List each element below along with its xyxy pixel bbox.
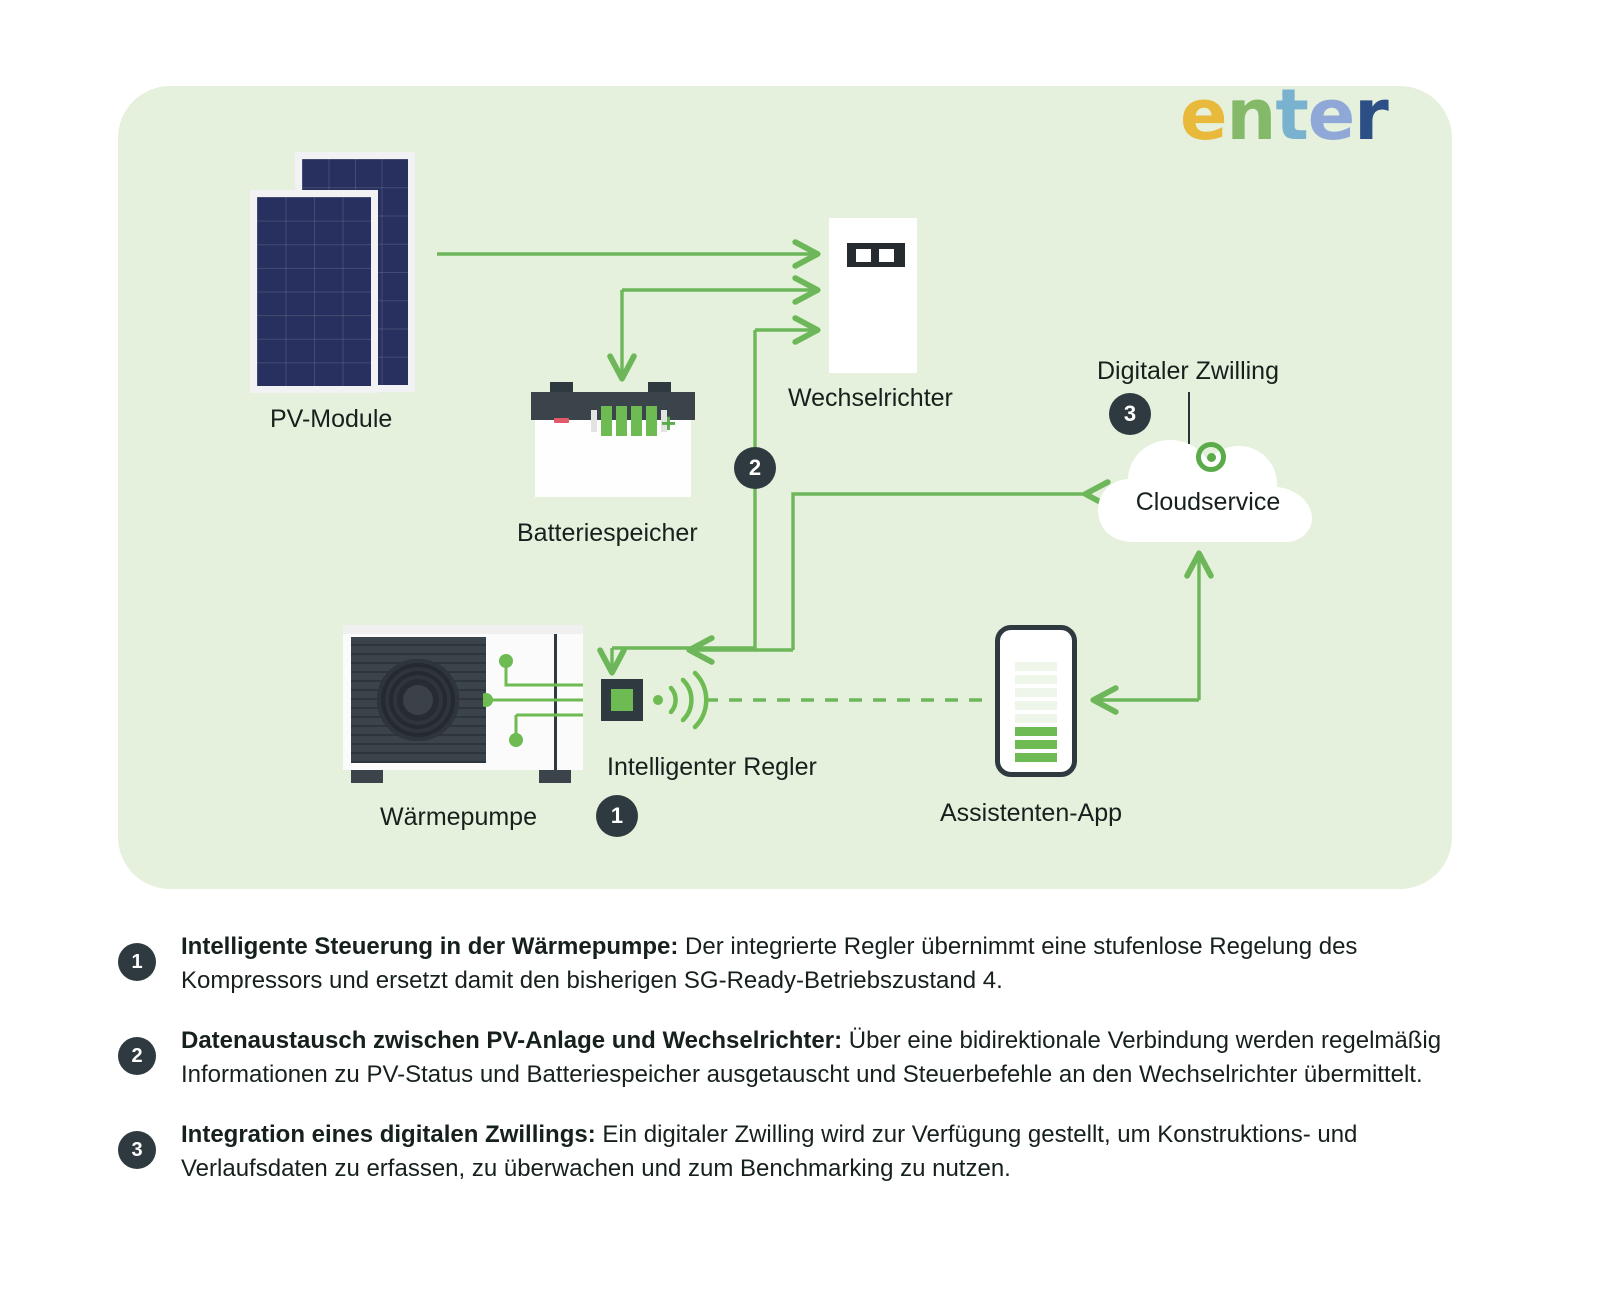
legend-text-3: Integration eines digitalen Zwillings: E… [181,1118,1458,1186]
inverter-label: Wechselrichter [788,384,953,412]
logo-letter-r: r [1354,74,1389,156]
heat-pump-top-strip [343,625,583,634]
enter-logo: enter [1180,74,1389,156]
battery-charge-cells [591,406,667,436]
heat-pump-label: Wärmepumpe [380,803,537,831]
legend-text-1: Intelligente Steuerung in der Wärmepumpe… [181,930,1458,998]
app-bar-pale [1015,675,1057,684]
heat-pump-divider [554,634,557,770]
heat-pump-circuit-icon [483,654,583,747]
logo-letter-n: n [1226,74,1276,156]
digital-twin-connector-line [1188,392,1190,444]
pv-module-front [250,190,378,393]
app-bar-full [1015,740,1057,749]
app-label: Assistenten-App [940,799,1123,827]
legend-body-3: Ein digitaler Zwilling wird zur Verfügun… [181,1121,1358,1183]
inverter-display [847,243,905,267]
legend-body-1: Der integrierte Regler übernimmt eine st… [181,933,1358,995]
heat-pump-foot [539,770,571,783]
app-bar-pale [1015,662,1057,671]
legend-badge-2: 2 [118,1037,156,1076]
legend-badge-3: 3 [118,1131,156,1170]
wireless-signal-icon [653,670,709,730]
digital-twin-label: Digitaler Zwilling [1097,357,1279,385]
legend: 1 Intelligente Steuerung in der Wärmepum… [118,930,1458,1212]
heat-pump-icon [343,625,583,783]
battery-label: Batteriespeicher [517,519,698,547]
controller-label: Intelligenter Regler [607,753,817,781]
legend-body-2: Über eine bidirektionale Verbindung werd… [181,1027,1442,1089]
battery-cell-full [646,406,657,436]
inverter-icon [829,218,917,373]
legend-item-2: 2 Datenaustausch zwischen PV-Anlage und … [118,1024,1458,1092]
inverter-display-led [856,248,871,262]
badge-1: 1 [596,795,638,837]
battery-terminal-positive [648,382,671,393]
legend-item-1: 1 Intelligente Steuerung in der Wärmepum… [118,930,1458,998]
battery-cap [531,392,695,420]
legend-badge-1: 1 [118,943,156,981]
battery-icon: + [531,382,695,497]
battery-terminal-negative [550,382,573,393]
logo-letter-e2: e [1307,74,1355,156]
app-bar-pale [1015,714,1057,723]
battery-minus-sign [554,418,569,423]
app-bar-pale [1015,701,1057,710]
smart-controller-icon [601,679,643,721]
battery-cell-empty [591,410,597,432]
legend-title-3: Integration eines digitalen Zwillings: [181,1121,596,1149]
logo-letter-t: t [1275,74,1308,156]
heat-pump-foot [351,770,383,783]
app-bar-full [1015,727,1057,736]
target-dot [1206,452,1216,462]
legend-title-1: Intelligente Steuerung in der Wärmepumpe… [181,933,679,960]
app-chart-bars [1011,662,1061,762]
logo-letter-e1: e [1180,74,1227,156]
badge-2: 2 [734,447,776,489]
battery-cell-full [631,406,642,436]
inverter-display-led [879,248,894,262]
battery-cell-full [601,406,612,436]
smart-controller-core [611,689,633,711]
battery-cell-full [616,406,627,436]
battery-body [535,420,691,497]
smartphone-icon [995,625,1077,777]
app-bar-full [1015,753,1057,762]
battery-plus-sign: + [660,408,676,438]
badge-3: 3 [1109,393,1151,435]
cloud-label: Cloudservice [1135,488,1281,516]
legend-item-3: 3 Integration eines digitalen Zwillings:… [118,1118,1458,1186]
heat-pump-fan-hub [403,685,433,715]
target-icon [1196,442,1226,472]
cloud-icon: Cloudservice [1096,432,1320,542]
pv-cells [257,197,371,386]
battery-cell-empty [661,410,667,432]
app-bar-pale [1015,688,1057,697]
legend-text-2: Datenaustausch zwischen PV-Anlage und We… [181,1024,1458,1092]
cloud-shape [1098,440,1312,542]
pv-modules-label: PV-Module [270,405,393,433]
legend-title-2: Datenaustausch zwischen PV-Anlage und We… [181,1027,843,1055]
